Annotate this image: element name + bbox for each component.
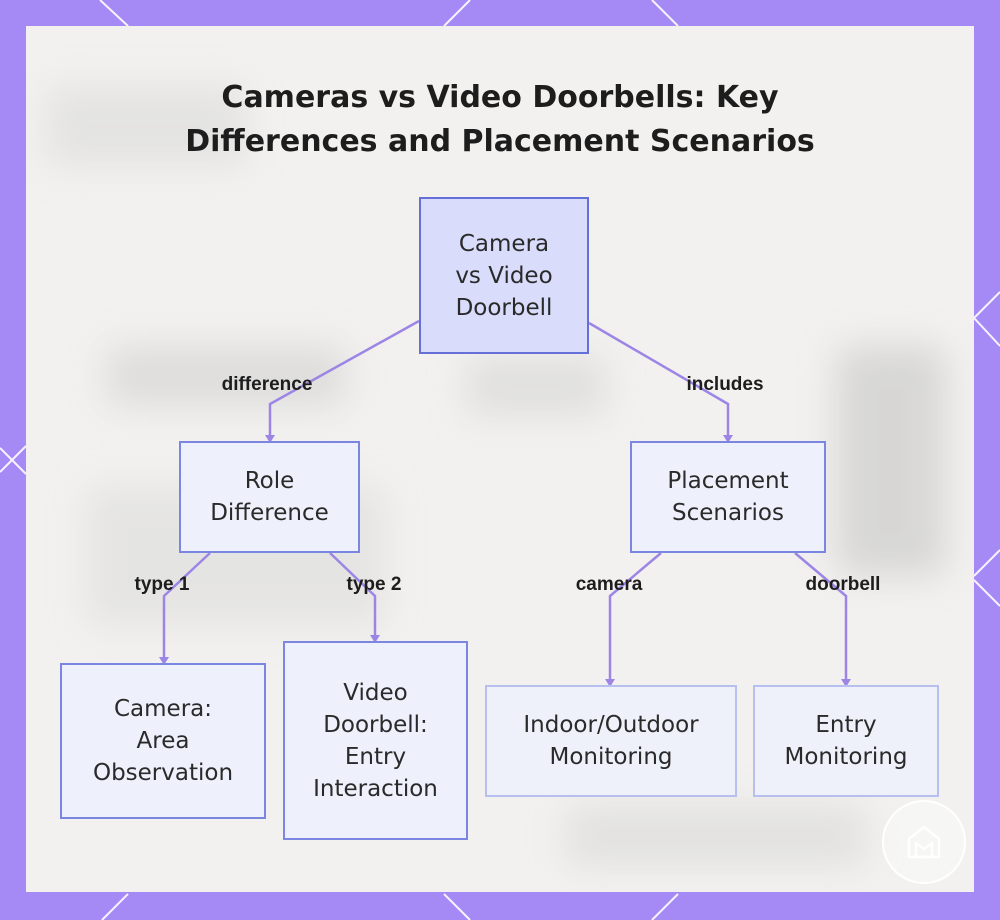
- diagram-panel: Cameras vs Video Doorbells: Key Differen…: [26, 26, 974, 892]
- house-logo-icon: [882, 800, 966, 884]
- edge-label-includes: includes: [686, 374, 764, 395]
- node-root-label: Camera vs Video Doorbell: [455, 230, 553, 321]
- node-camera-area-observation: Camera: Area Observation: [60, 663, 266, 819]
- edge-label-camera: camera: [575, 574, 643, 595]
- node-doorbell-entry-interaction-label: Video Doorbell: Entry Interaction: [313, 679, 438, 802]
- node-doorbell-entry-interaction: Video Doorbell: Entry Interaction: [283, 641, 468, 840]
- node-placement-scenarios-label: Placement Scenarios: [667, 468, 789, 526]
- edge-label-doorbell: doorbell: [805, 574, 881, 595]
- node-root: Camera vs Video Doorbell: [419, 197, 589, 354]
- node-role-difference-label: Role Difference: [210, 468, 329, 526]
- node-role-difference: Role Difference: [179, 441, 360, 553]
- edge-label-difference: difference: [221, 374, 313, 395]
- edge-type2: [329, 552, 377, 641]
- node-indoor-outdoor-monitoring: Indoor/Outdoor Monitoring: [485, 685, 737, 797]
- node-entry-monitoring: Entry Monitoring: [753, 685, 939, 797]
- node-camera-area-observation-label: Camera: Area Observation: [92, 696, 234, 786]
- background-image: [46, 86, 946, 866]
- edge-label-type1: type 1: [134, 574, 190, 595]
- diagram-title: Cameras vs Video Doorbells: Key Differen…: [26, 76, 974, 164]
- edge-includes: [588, 321, 730, 441]
- title-line-2: Differences and Placement Scenarios: [185, 124, 815, 159]
- edge-difference: [268, 319, 420, 441]
- node-entry-monitoring-label: Entry Monitoring: [784, 712, 908, 770]
- edge-type1: [162, 552, 211, 663]
- edge-label-type2: type 2: [346, 574, 402, 595]
- edge-doorbell: [794, 552, 848, 685]
- connectors: [159, 319, 851, 687]
- node-placement-scenarios: Placement Scenarios: [630, 441, 826, 553]
- edge-camera: [608, 552, 662, 685]
- title-line-1: Cameras vs Video Doorbells: Key: [221, 80, 779, 115]
- node-indoor-outdoor-monitoring-label: Indoor/Outdoor Monitoring: [523, 712, 699, 770]
